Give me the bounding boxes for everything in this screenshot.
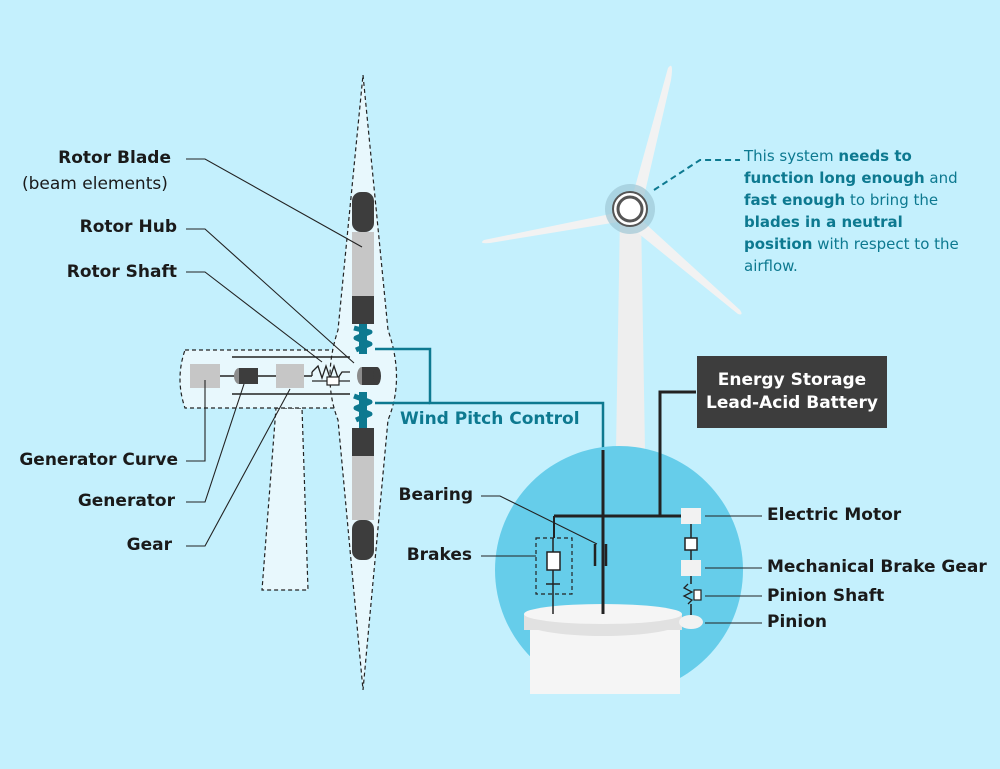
mechanical-brake-gear-block (681, 560, 701, 576)
pitch-control-line (375, 347, 605, 450)
label-rotor-hub: Rotor Hub (79, 217, 177, 237)
label-rotor-blade-sub: (beam elements) (22, 174, 168, 194)
label-bearing: Bearing (398, 485, 473, 505)
blade-segment-lower (352, 456, 374, 520)
base-leader-lines (481, 495, 762, 624)
pinion-disk (679, 615, 703, 629)
left-leader-lines (186, 158, 363, 547)
brakes-box (535, 537, 573, 595)
blade-tip-upper (352, 192, 374, 232)
label-pinion: Pinion (767, 612, 827, 632)
label-brakes: Brakes (406, 545, 472, 565)
electric-motor-block (681, 508, 701, 524)
energy-storage-type: Lead-Acid Battery (706, 393, 878, 413)
label-electric-motor: Electric Motor (767, 505, 902, 525)
turbine-tower (616, 215, 645, 450)
battery-wire (658, 390, 696, 516)
label-generator: Generator (77, 491, 175, 511)
pitch-spring-upper (353, 325, 373, 353)
rotor-shaft-damper (326, 376, 340, 386)
note-callout-line (653, 159, 740, 191)
label-gear: Gear (126, 535, 172, 555)
explanatory-note: This system needs to function long enoug… (744, 147, 959, 275)
pitch-spring-lower (353, 393, 373, 423)
label-pinion-shaft: Pinion Shaft (767, 586, 885, 606)
blade-segment-upper (352, 232, 374, 296)
label-mechanical-brake-gear: Mechanical Brake Gear (767, 557, 987, 577)
pinion-shaft-spring (682, 583, 694, 605)
energy-storage-box: Energy Storage Lead-Acid Battery (697, 356, 887, 428)
label-rotor-shaft: Rotor Shaft (66, 262, 177, 282)
turbine-blade-left (482, 210, 630, 244)
schematic-tower (261, 407, 309, 591)
rotor-hub-block (362, 367, 377, 385)
gear-block (276, 364, 304, 388)
label-wind-pitch-control: Wind Pitch Control (400, 409, 580, 429)
brake-damper (546, 551, 561, 571)
label-rotor-blade: Rotor Blade (58, 148, 171, 168)
turbine-blade-right (628, 215, 742, 315)
label-generator-curve: Generator Curve (19, 450, 178, 470)
energy-storage-title: Energy Storage (717, 370, 867, 390)
blade-tip-lower (352, 520, 374, 560)
turbine-blade-up (630, 65, 672, 205)
background-turbine (482, 65, 742, 450)
generator-block (239, 368, 258, 384)
